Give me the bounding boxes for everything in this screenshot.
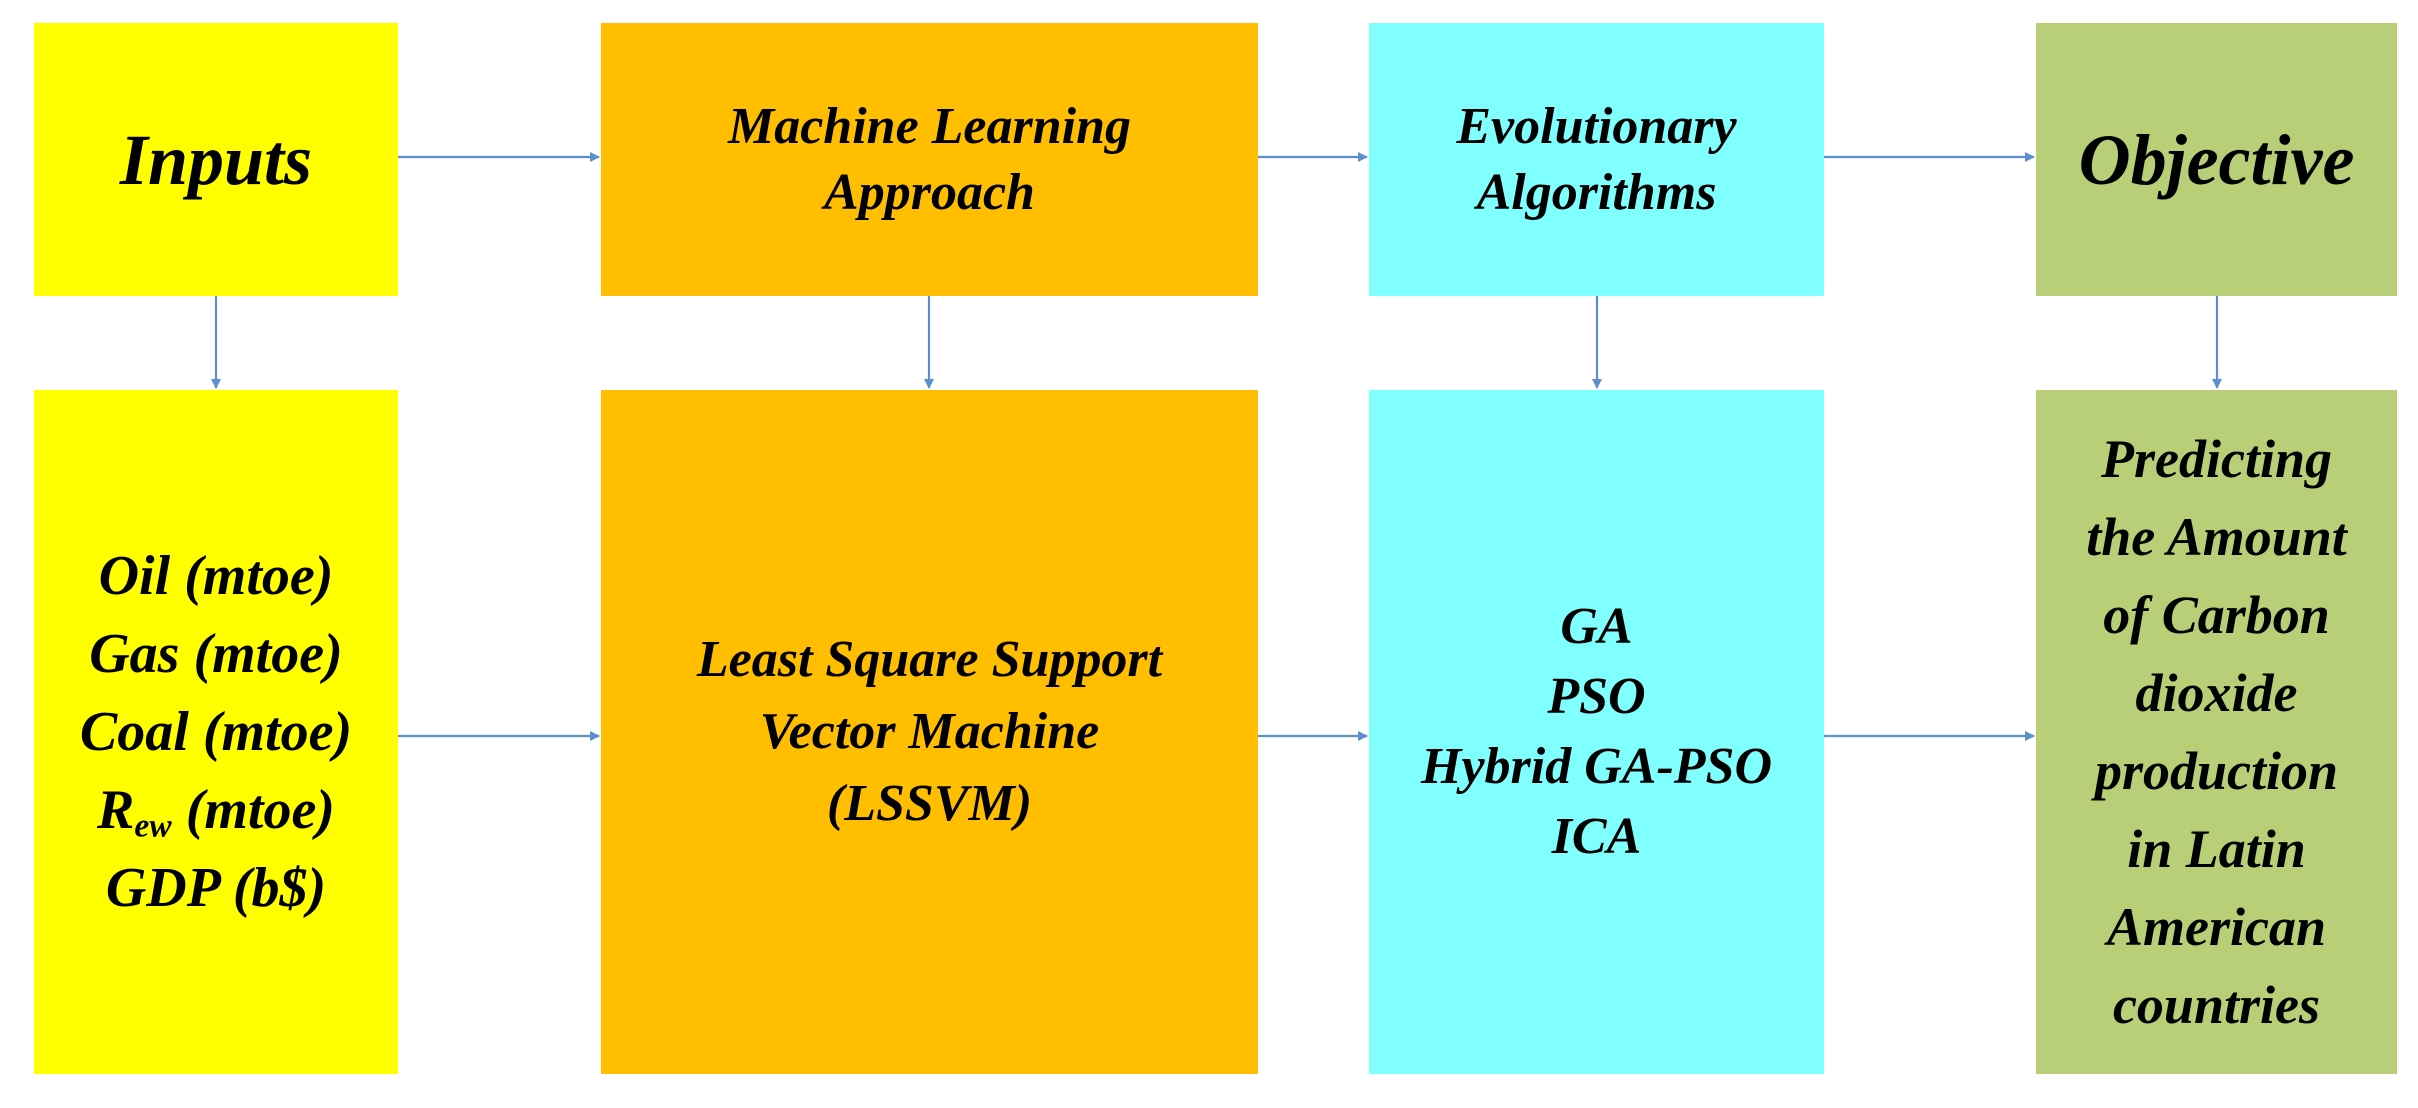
lssvm-line3: (LSSVM)	[826, 775, 1033, 832]
algorithm-hybrid-ga-pso: Hybrid GA-PSO	[1421, 738, 1772, 795]
inputs-detail-box: Oil (mtoe) Gas (mtoe) Coal (mtoe) Rew (m…	[34, 390, 398, 1074]
objective-box: Objective	[2036, 23, 2397, 296]
input-oil: Oil (mtoe)	[98, 545, 334, 607]
objective-line3: of Carbon	[2103, 585, 2330, 645]
input-renewable-unit: (mtoe)	[171, 779, 335, 841]
input-renewable-subscript: ew	[134, 807, 172, 845]
inputs-title: Inputs	[119, 119, 313, 200]
objective-line5: production	[2094, 741, 2339, 801]
input-gas: Gas (mtoe)	[89, 623, 343, 685]
evolutionary-title-line1: Evolutionary	[1456, 97, 1737, 155]
objective-line2: the Amount	[2086, 507, 2347, 567]
machine-learning-title-line2: Approach	[824, 163, 1035, 221]
machine-learning-title-line1: Machine Learning	[727, 97, 1132, 155]
objective-line1: Predicting	[2101, 429, 2332, 489]
inputs-box: Inputs	[34, 23, 398, 296]
evolutionary-algorithms-box: Evolutionary Algorithms	[1369, 23, 1824, 296]
objective-detail-box: Predicting the Amount of Carbon dioxide …	[2036, 390, 2397, 1074]
objective-line8: countries	[2112, 975, 2321, 1035]
lssvm-line2: Vector Machine	[759, 703, 1100, 760]
lssvm-line1: Least Square Support	[696, 631, 1163, 688]
objective-line6: in Latin	[2127, 819, 2306, 879]
algorithm-ga: GA	[1560, 598, 1633, 655]
algorithm-ica: ICA	[1551, 808, 1642, 865]
input-gdp: GDP (b$)	[105, 857, 327, 919]
machine-learning-box: Machine Learning Approach	[601, 23, 1258, 296]
input-renewable: Rew (mtoe)	[97, 771, 335, 849]
objective-line7: American	[2106, 897, 2326, 957]
objective-title: Objective	[2078, 119, 2355, 200]
lssvm-box: Least Square Support Vector Machine (LSS…	[601, 390, 1258, 1074]
evolutionary-title-line2: Algorithms	[1476, 163, 1717, 221]
algorithm-pso: PSO	[1547, 668, 1646, 725]
input-coal: Coal (mtoe)	[79, 701, 353, 763]
objective-line4: dioxide	[2135, 663, 2298, 723]
algorithms-list-box: GA PSO Hybrid GA-PSO ICA	[1369, 390, 1824, 1074]
input-renewable-main: R	[97, 779, 135, 841]
